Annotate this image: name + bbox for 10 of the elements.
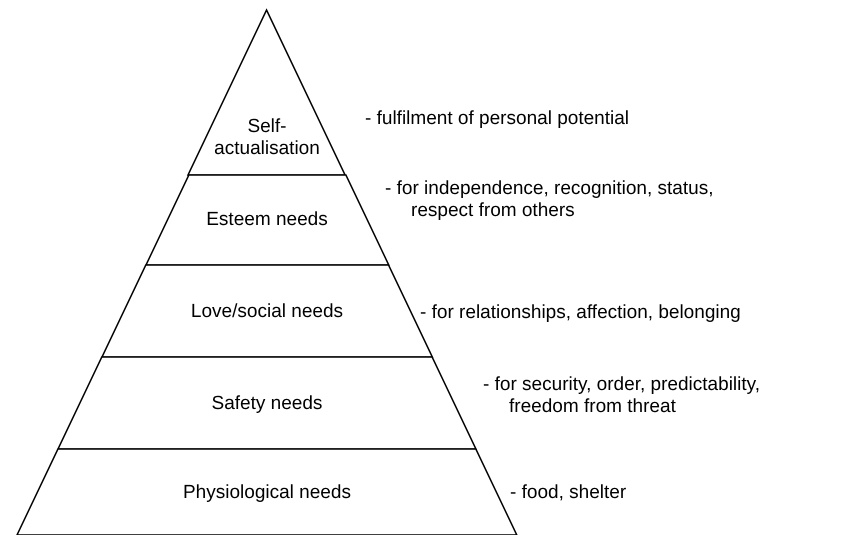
level-label: Physiological needs: [182, 482, 352, 504]
need-description: - food, shelter: [510, 482, 628, 504]
need-description: - fulfilment of personal potential: [365, 108, 630, 130]
need-description: - for relationships, affection, belonging: [420, 302, 742, 324]
need-description: - for security, order, predictability, freedom from threat: [483, 374, 762, 418]
level-label: Self- actualisation: [213, 116, 321, 160]
level-label: Love/social needs: [190, 301, 344, 323]
level-label: Safety needs: [210, 393, 324, 415]
level-label: Esteem needs: [205, 209, 329, 231]
need-description: - for independence, recognition, status, respect from others: [385, 178, 714, 222]
